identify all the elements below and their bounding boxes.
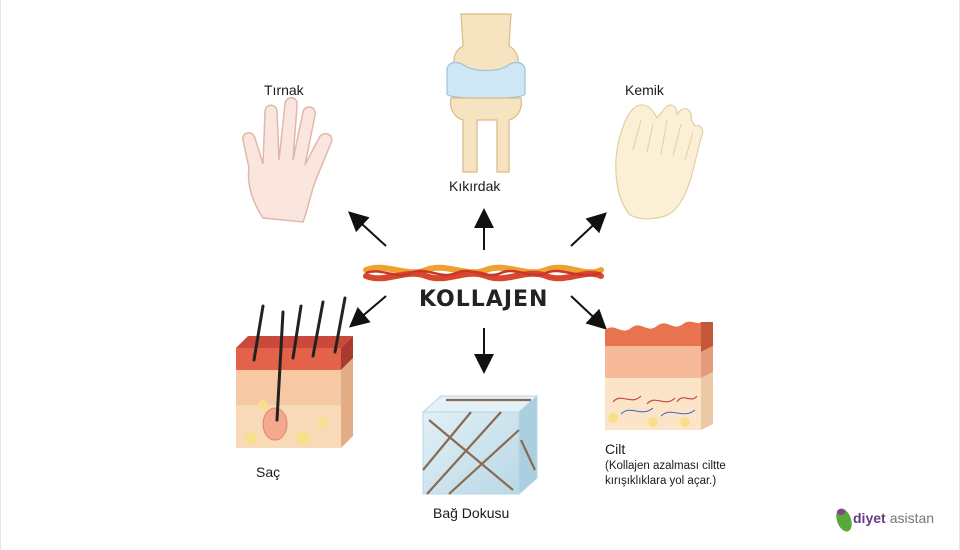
arrow-to-tirnak — [348, 211, 387, 247]
cilt-note: (Kollajen azalması ciltte kırışıklıklara… — [605, 459, 726, 489]
leaf-logo-icon — [836, 508, 852, 532]
cilt-note-line-2: kırışıklıklara yol açar.) — [605, 475, 717, 487]
label-bag-dokusu: Bağ Dokusu — [433, 505, 510, 521]
logo-word-1: diyet — [853, 510, 886, 526]
center-title: KOLLAJEN — [419, 287, 549, 312]
label-tirnak: Tırnak — [264, 82, 304, 98]
label-kemik: Kemik — [625, 82, 664, 98]
hair-follicle-icon — [236, 296, 353, 448]
collagen-fiber-icon — [363, 264, 604, 282]
foot-bones-icon — [615, 104, 704, 220]
label-kikirdak: Kıkırdak — [449, 178, 501, 194]
label-cilt: Cilt — [605, 441, 626, 457]
cilt-note-line-1: (Kollajen azalması ciltte — [605, 460, 726, 472]
hand-icon — [242, 97, 333, 223]
knee-joint-icon — [446, 13, 526, 173]
label-sac: Saç — [256, 464, 281, 480]
arrows — [348, 208, 607, 374]
connective-tissue-icon — [421, 394, 539, 496]
arrow-to-cilt — [570, 295, 607, 330]
arrow-to-sac — [348, 295, 387, 328]
logo-word-2: asistan — [889, 510, 935, 526]
arrow-to-kemik — [570, 212, 607, 247]
skin-layers-icon — [605, 321, 713, 430]
brand-logo: diyet asistan — [835, 510, 934, 526]
